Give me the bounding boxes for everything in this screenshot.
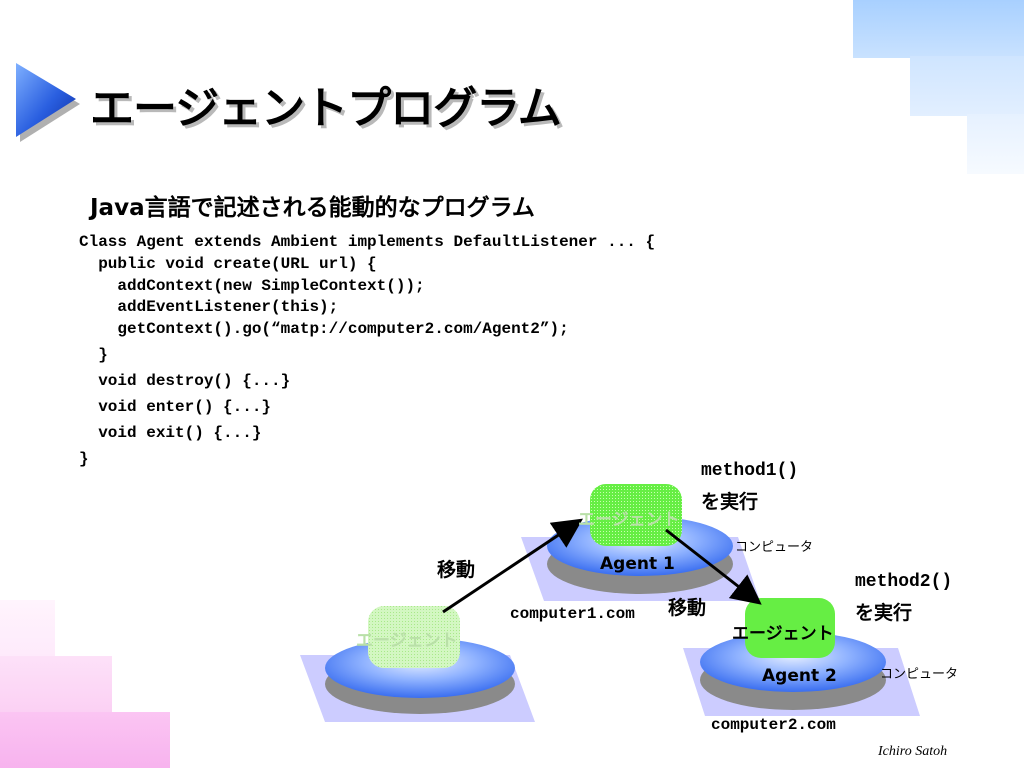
corner-block-bottom-3 — [0, 600, 55, 658]
method2-name: method2() — [855, 572, 953, 592]
move-arrow-1 — [442, 518, 583, 614]
method2-note: を実行 — [855, 602, 913, 624]
agent1-name: Agent 1 — [600, 554, 675, 574]
code-line: addContext(new SimpleContext()); — [79, 277, 425, 295]
corner-block-top-1 — [853, 0, 1024, 58]
slide-title: エージェントプログラム — [90, 83, 562, 134]
move-label-1: 移動 — [437, 559, 476, 581]
code-block: Class Agent extends Ambient implements D… — [79, 233, 655, 468]
code-line: void exit() {...} — [79, 424, 262, 442]
move-arrow-2 — [665, 528, 762, 605]
agent2-name: Agent 2 — [762, 666, 837, 686]
author-credit: Ichiro Satoh — [878, 744, 948, 759]
code-line: void destroy() {...} — [79, 372, 291, 390]
computer2-label: コンピュータ — [880, 667, 959, 682]
agent2-box — [745, 598, 835, 658]
method1-name: method1() — [701, 461, 799, 481]
computer1-label: コンピュータ — [735, 540, 814, 555]
code-line: } — [79, 450, 89, 468]
code-line: addEventListener(this); — [79, 298, 339, 316]
agent-faded-box — [368, 606, 460, 668]
corner-block-bottom-1 — [0, 712, 170, 768]
code-line: void enter() {...} — [79, 398, 272, 416]
agent1-box — [590, 484, 682, 546]
method1-note: を実行 — [701, 491, 759, 513]
title-triangle-marker-icon — [16, 63, 80, 142]
corner-block-top-2 — [910, 56, 1024, 116]
slide-subtitle: Java言語で記述される能動的なプログラム — [90, 195, 535, 221]
code-line: public void create(URL url) { — [79, 255, 377, 273]
agent2-label: エージェント — [732, 624, 834, 644]
agent1-label: エージェント — [578, 510, 680, 530]
host2-label: computer2.com — [711, 716, 836, 734]
move-label-2: 移動 — [668, 597, 707, 619]
host1-label: computer1.com — [510, 605, 635, 623]
code-line: } — [79, 346, 108, 364]
code-line: getContext().go(“matp://computer2.com/Ag… — [79, 320, 569, 338]
code-line: Class Agent extends Ambient implements D… — [79, 233, 656, 251]
corner-block-top-3 — [967, 114, 1024, 174]
agent-faded-label: エージェント — [356, 631, 458, 651]
corner-block-bottom-2 — [0, 656, 112, 714]
